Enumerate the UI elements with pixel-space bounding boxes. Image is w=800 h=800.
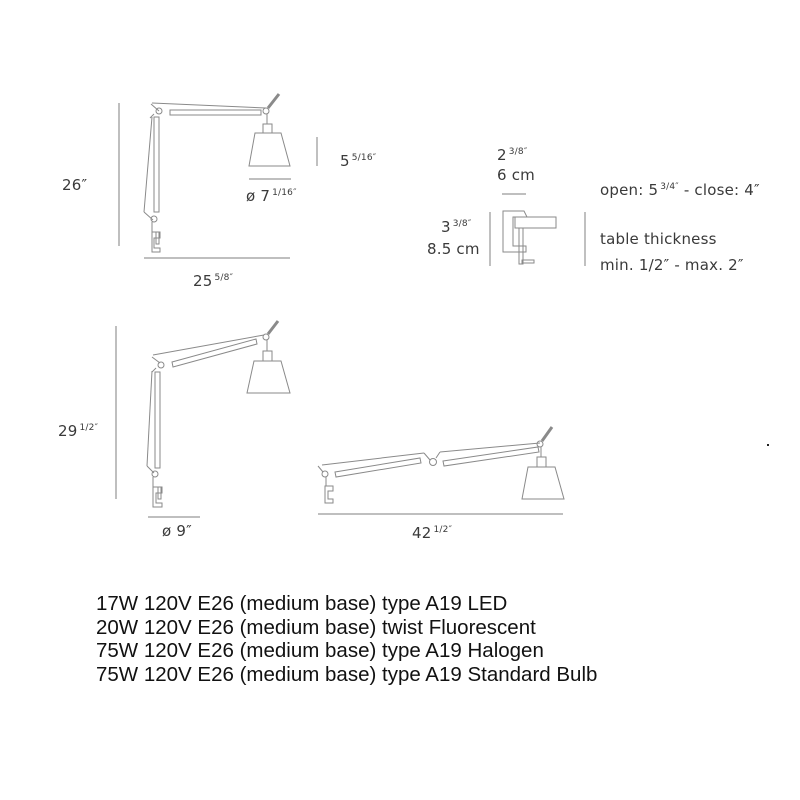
lamp-raised-drawing [115,320,291,518]
bulb-spec-line: 20W 120V E26 (medium base) twist Fluores… [96,615,536,639]
stray-dot [767,444,769,446]
lamp-top-drawing [118,93,318,259]
table-thickness-range: min. 1/2″ - max. 2″ [600,256,744,274]
bulb-spec-line: 17W 120V E26 (medium base) type A19 LED [96,592,508,615]
base-diameter-label: ø 9″ [162,522,192,540]
bulb-spec-line: 75W 120V E26 (medium base) type A19 Stan… [96,662,598,686]
lamp-extended-drawing [317,426,565,515]
bulb-specs-list: 17W 120V E26 (medium base) type A19 LED … [96,592,597,686]
clamp-detail-drawing [489,193,586,266]
bulb-spec-line: 75W 120V E26 (medium base) type A19 Halo… [96,639,544,662]
clamp-height-cm-label: 8.5 cm [427,240,480,258]
lamp-top-height-label: 26″ [62,176,88,194]
clamp-width-cm-label: 6 cm [497,166,535,184]
table-thickness-label: table thickness [600,230,717,248]
